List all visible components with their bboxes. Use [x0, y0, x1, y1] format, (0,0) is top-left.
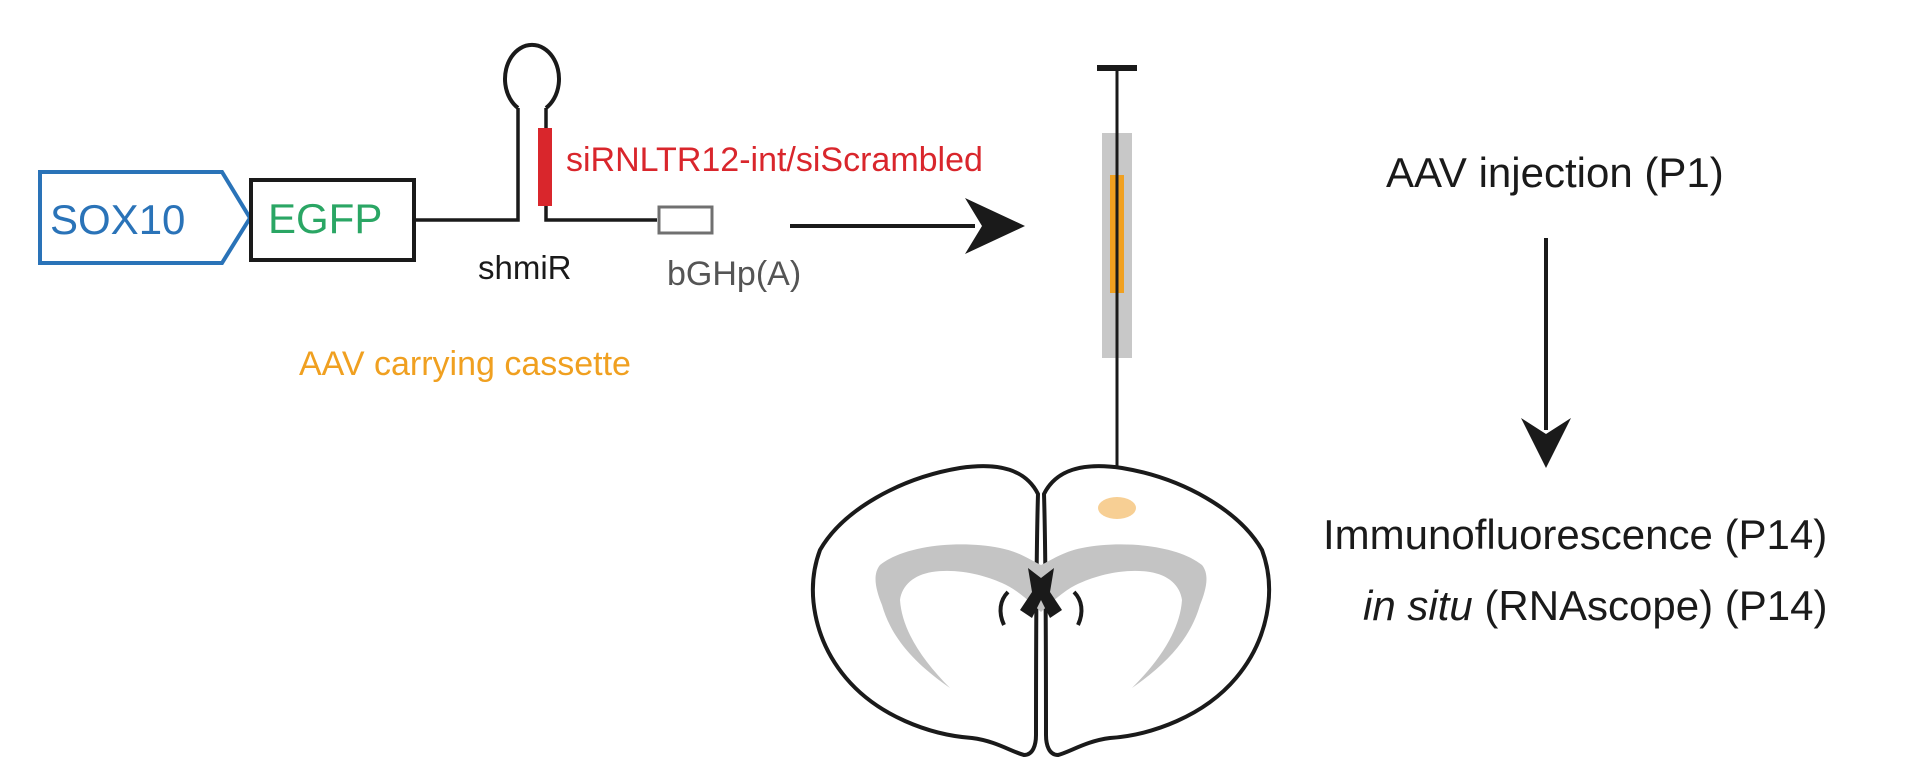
rnascope-label: (RNAscope) (P14)	[1472, 582, 1828, 629]
reporter-label: EGFP	[268, 195, 382, 242]
polya-label: bGHp(A)	[667, 255, 801, 293]
in-situ-italic: in situ	[1363, 582, 1473, 629]
cassette-caption: AAV carrying cassette	[299, 345, 631, 383]
promoter-label: SOX10	[50, 196, 185, 243]
right-hemisphere	[1042, 464, 1272, 757]
lateral-ventricle-left	[998, 590, 1010, 626]
syringe	[1097, 65, 1137, 508]
hairpin-label: shmiR	[478, 249, 572, 286]
promoter-arrow	[38, 170, 253, 265]
aav-cassette: SOX10 EGFP shmiR siRNLTR12-int/siScrambl…	[38, 43, 983, 383]
arrow-right	[790, 198, 1025, 254]
left-hemisphere	[810, 464, 1040, 757]
workflow-step-injection: AAV injection (P1)	[1386, 149, 1724, 196]
lateral-ventricle-right	[1072, 590, 1084, 626]
sirna-label: siRNLTR12-int/siScrambled	[566, 141, 983, 179]
white-matter	[875, 544, 1207, 688]
sirna-bar	[538, 128, 552, 206]
hairpin-loop	[503, 43, 561, 110]
workflow-step-immunofluorescence: Immunofluorescence (P14)	[1323, 511, 1828, 558]
ventricle	[1020, 568, 1062, 618]
injection-site	[1098, 497, 1136, 519]
workflow-step-rnascope: in situ (RNAscope) (P14)	[1363, 585, 1827, 627]
polya-box	[657, 205, 714, 235]
arrow-down	[1521, 238, 1571, 468]
cassette-backbone	[414, 108, 520, 222]
brain-section	[810, 464, 1272, 757]
